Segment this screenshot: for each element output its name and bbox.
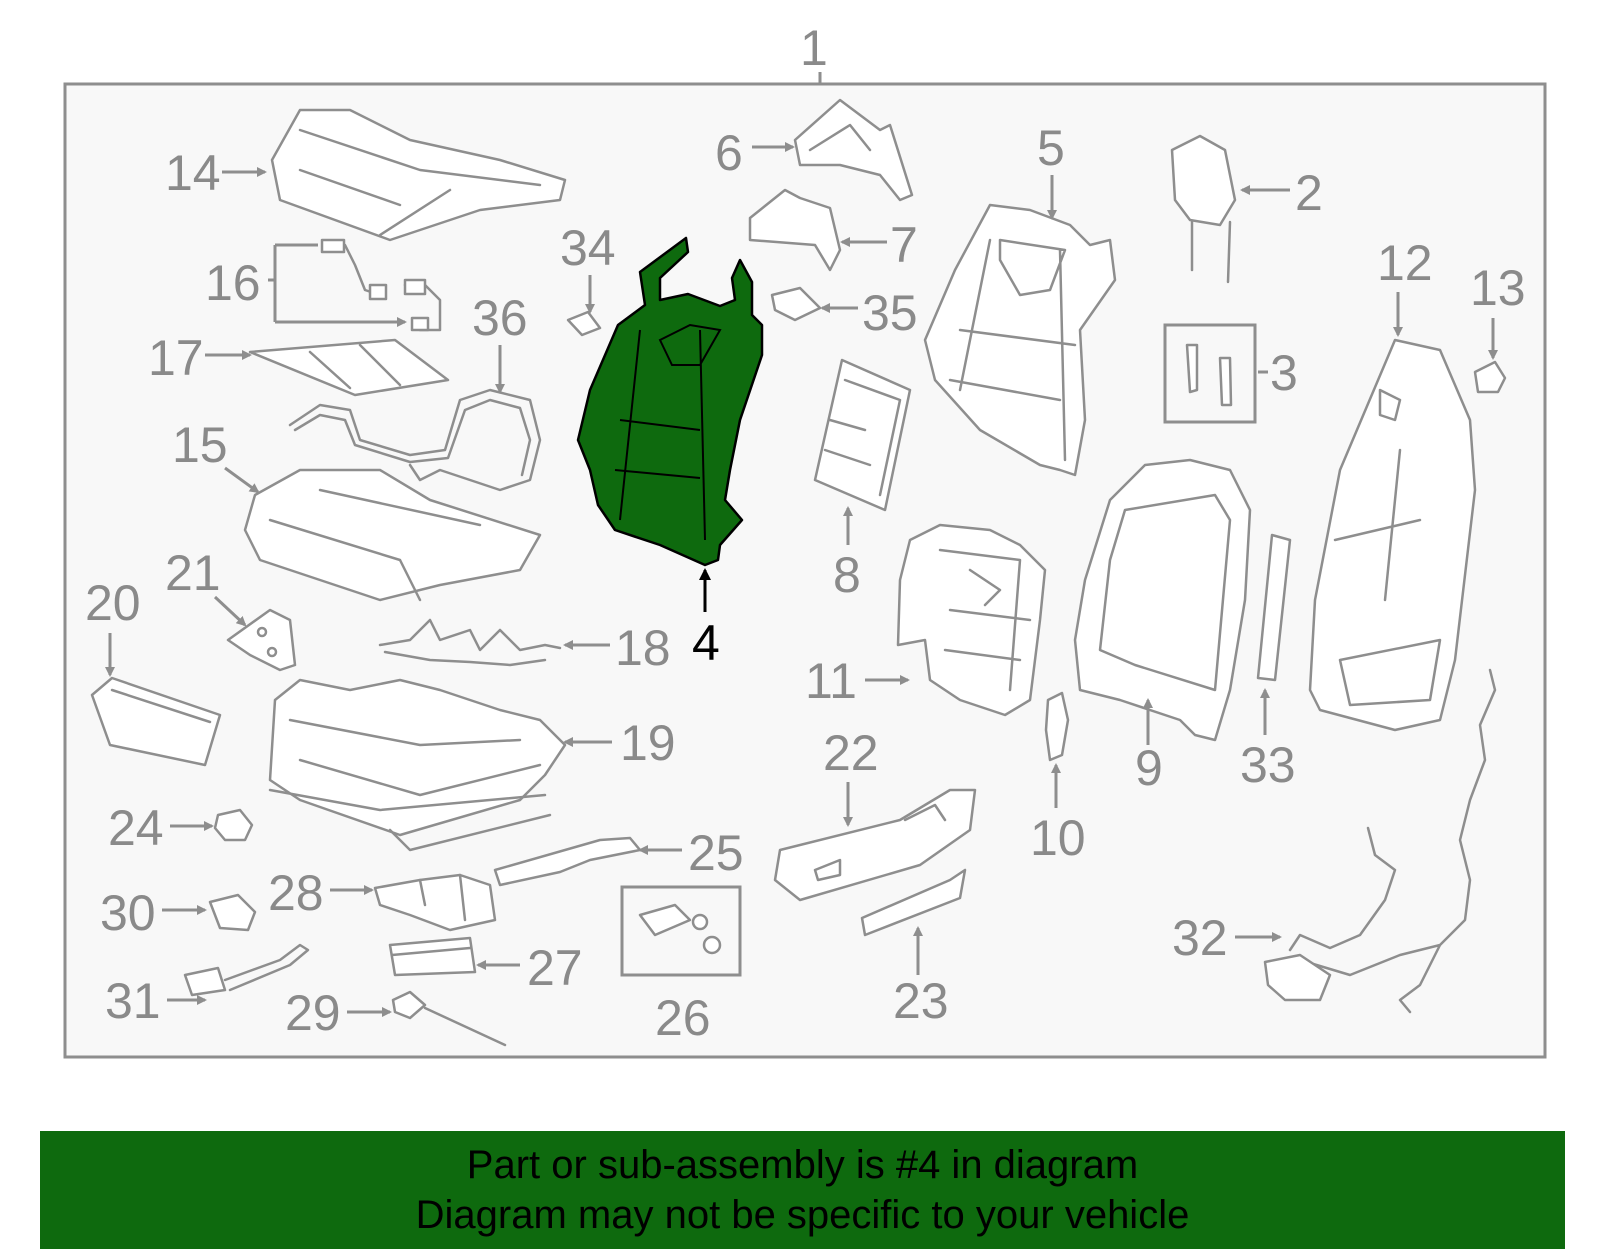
callout-36: 36 <box>472 290 528 346</box>
part-21[interactable] <box>226 608 297 672</box>
callout-13: 13 <box>1470 260 1526 316</box>
callout-23: 23 <box>893 973 949 1029</box>
part-31[interactable] <box>183 943 310 997</box>
callout-30: 30 <box>100 885 156 941</box>
callout-26: 26 <box>655 990 711 1046</box>
callout-12: 12 <box>1377 235 1433 291</box>
callout-8: 8 <box>833 547 861 603</box>
callout-25: 25 <box>688 825 744 881</box>
callout-6: 6 <box>715 125 743 181</box>
part-8[interactable] <box>813 358 912 512</box>
callout-22: 22 <box>823 725 879 781</box>
callout-21: 21 <box>165 545 221 601</box>
part-10[interactable] <box>1044 691 1070 762</box>
part-26[interactable] <box>620 885 742 977</box>
part-17[interactable] <box>248 338 450 397</box>
callout-35: 35 <box>862 285 918 341</box>
callout-3: 3 <box>1270 345 1298 401</box>
callout-14: 14 <box>165 145 221 201</box>
callout-7: 7 <box>890 217 918 273</box>
part-24[interactable] <box>213 808 254 842</box>
part-15[interactable] <box>243 468 542 602</box>
part-30[interactable] <box>208 893 257 932</box>
part-12[interactable] <box>1308 338 1477 732</box>
part-33[interactable] <box>1256 533 1292 682</box>
part-36[interactable] <box>288 388 542 492</box>
callout-27: 27 <box>527 940 583 996</box>
part-11[interactable] <box>896 523 1047 717</box>
callout-29: 29 <box>285 985 341 1041</box>
part-27[interactable] <box>388 936 477 977</box>
part-25[interactable] <box>493 836 642 887</box>
callout-20: 20 <box>85 575 141 631</box>
callout-28: 28 <box>268 865 324 921</box>
part-4-highlighted[interactable] <box>576 236 764 567</box>
part-6[interactable] <box>793 98 914 202</box>
callout-19: 19 <box>620 715 676 771</box>
callout-34: 34 <box>560 220 616 276</box>
part-19[interactable] <box>268 678 567 852</box>
callout-16: 16 <box>205 255 261 311</box>
part-2[interactable] <box>1170 134 1237 284</box>
callout-33: 33 <box>1240 737 1296 793</box>
part-32[interactable] <box>1263 668 1497 1014</box>
callout-1: 1 <box>800 20 828 76</box>
callout-5: 5 <box>1037 120 1065 176</box>
callout-4: 4 <box>692 615 720 671</box>
callout-11: 11 <box>805 653 857 709</box>
callout-10: 10 <box>1030 810 1086 866</box>
callout-24: 24 <box>108 800 164 856</box>
callout-9: 9 <box>1135 740 1163 796</box>
banner-line-1: Part or sub-assembly is #4 in diagram <box>466 1143 1139 1187</box>
callout-15: 15 <box>172 417 228 473</box>
part-9[interactable] <box>1073 458 1252 742</box>
part-14[interactable] <box>270 108 567 242</box>
callout-2: 2 <box>1295 165 1323 221</box>
callout-17: 17 <box>148 330 204 386</box>
part-13[interactable] <box>1473 360 1507 394</box>
info-banner: Part or sub-assembly is #4 in diagram Di… <box>40 1131 1565 1249</box>
part-35[interactable] <box>770 286 822 322</box>
banner-line-2: Diagram may not be specific to your vehi… <box>415 1193 1190 1237</box>
part-29[interactable] <box>391 990 507 1047</box>
part-7[interactable] <box>748 188 842 272</box>
part-22[interactable] <box>773 788 977 902</box>
part-34[interactable] <box>566 310 602 337</box>
callout-31: 31 <box>105 973 161 1029</box>
part-23[interactable] <box>860 868 967 937</box>
part-18[interactable] <box>378 618 562 667</box>
part-3[interactable] <box>1163 323 1257 424</box>
part-28[interactable] <box>373 873 497 932</box>
part-20[interactable] <box>90 676 222 767</box>
callout-32: 32 <box>1172 910 1228 966</box>
callout-18: 18 <box>615 620 671 676</box>
